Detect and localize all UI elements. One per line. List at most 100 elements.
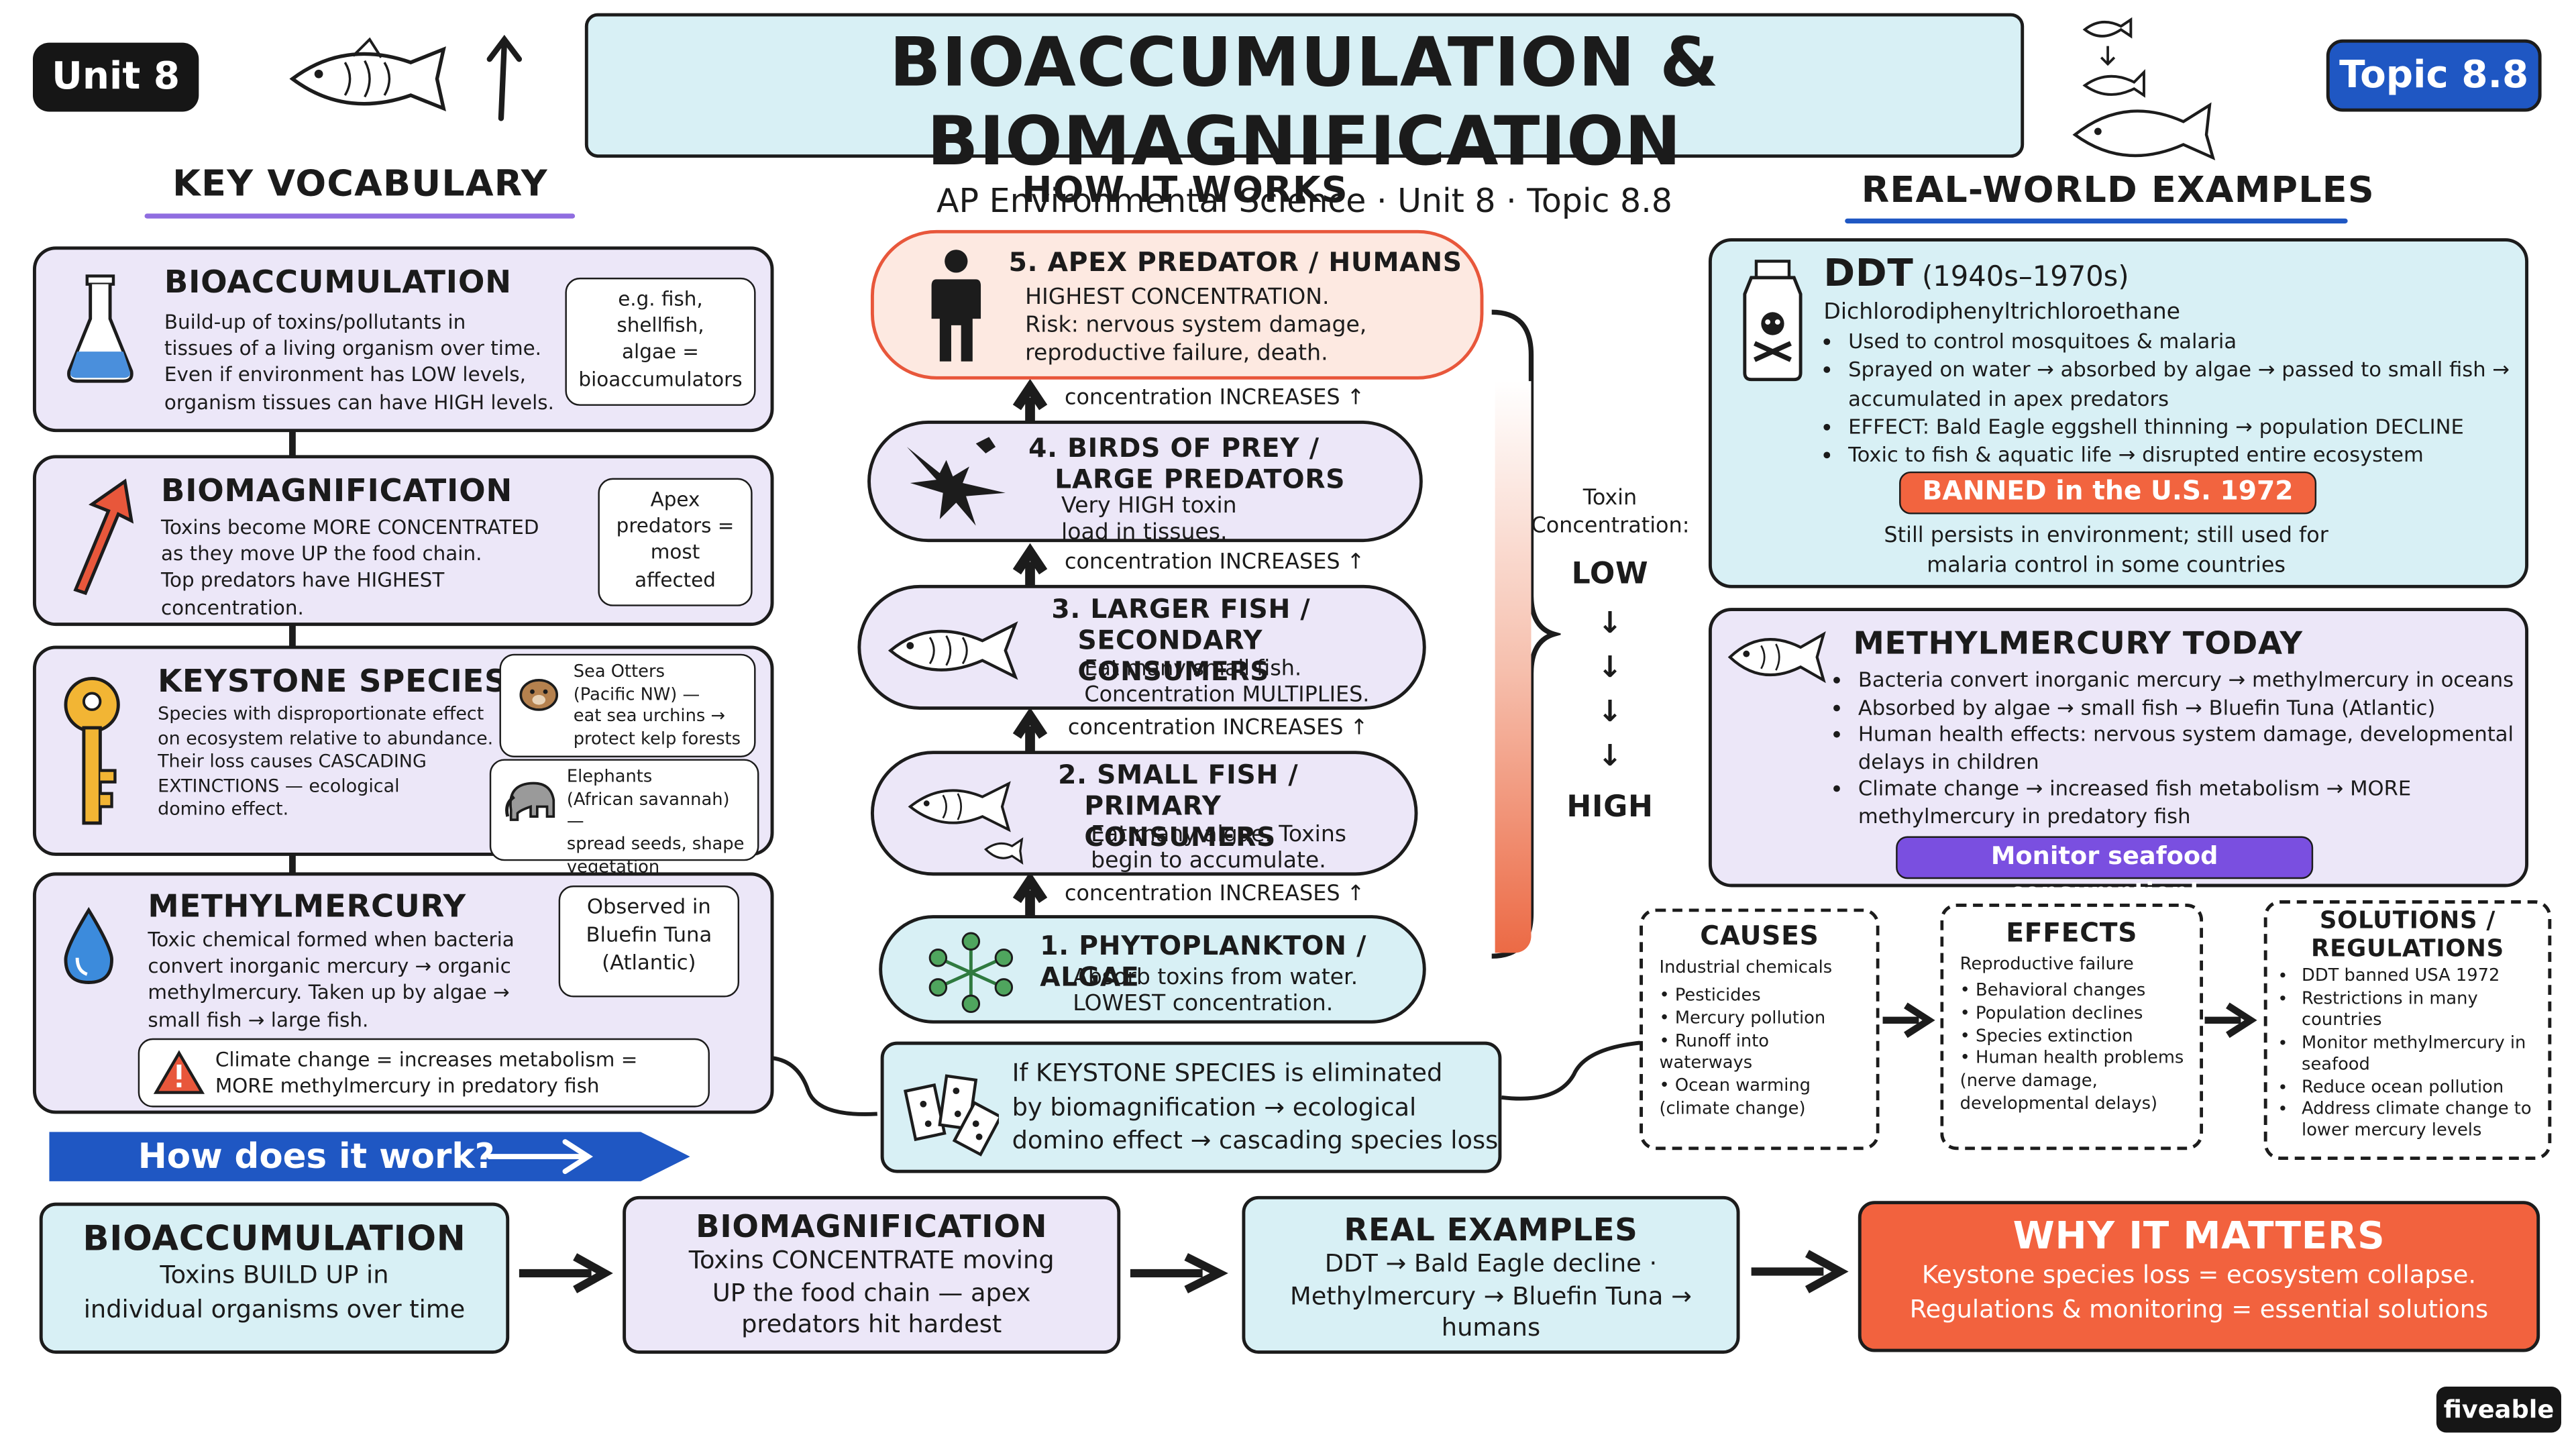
effects-list: Reproductive failure • Behavioral change…: [1960, 954, 2184, 1114]
biomagnification-note: Apex predators = most affected: [598, 478, 753, 606]
monitor-seafood-button[interactable]: Monitor seafood consumption!: [1896, 836, 2314, 907]
vocab-card-keystone: KEYSTONE SPECIES Species with disproport…: [32, 645, 774, 877]
summary-2-body: Toxins CONCENTRATE moving UP the food ch…: [688, 1245, 1055, 1339]
food-chain-icon: [2072, 17, 2216, 161]
summary-card-why-matters: WHY IT MATTERS Keystone species loss = e…: [1858, 1201, 2540, 1352]
how-does-it-work-button[interactable]: How does it work?: [46, 1127, 694, 1186]
arrow-right-icon: [486, 1139, 593, 1175]
methylmercury-definition: Toxic chemical formed when bacteria conv…: [148, 928, 515, 1031]
level-5-title: 5. APEX PREDATOR / HUMANS: [1008, 246, 1462, 278]
summary-4-title: WHY IT MATTERS: [2012, 1216, 2385, 1258]
eagle-icon: [906, 437, 1006, 526]
ddt-full-name: Dichlorodiphenyltrichloroethane: [1823, 299, 2181, 325]
human-icon: [931, 250, 981, 362]
methyl-bullet: Bacteria convert inorganic mercury → met…: [1858, 667, 2524, 694]
summary-1-body: Toxins BUILD UP in individual organisms …: [83, 1260, 466, 1324]
biomagnification-title: BIOMAGNIFICATION: [161, 473, 513, 510]
ddt-persist-note: Still persists in environment; still use…: [1884, 524, 2328, 578]
ddt-banned-badge: BANNED in the U.S. 1972: [1899, 471, 2317, 515]
otter-icon: [519, 679, 559, 711]
ddt-title-row: DDT (1940s–1970s): [1823, 253, 2129, 296]
solution-item: Restrictions in many countries: [2302, 989, 2538, 1033]
vocab-card-biomagnification: BIOMAGNIFICATION Toxins become MORE CONC…: [32, 455, 774, 627]
ddt-title: DDT: [1823, 253, 1914, 296]
level-3-title: 3. LARGER FISH / SECONDARY CONSUMERS: [1051, 593, 1311, 688]
section-title-how: HOW IT WORKS: [1022, 170, 1348, 212]
summary-card-examples: REAL EXAMPLES DDT → Bald Eagle decline ·…: [1242, 1195, 1740, 1354]
solution-item: Address climate change to lower mercury …: [2302, 1099, 2538, 1143]
keystone-domino-box: If KEYSTONE SPECIES is eliminated by bio…: [880, 1041, 1502, 1173]
methyl-bullet: Climate change → increased fish metaboli…: [1858, 775, 2524, 830]
causes-title: CAUSES: [1700, 920, 1819, 951]
vocab-underline: [144, 213, 576, 219]
level-5-body: HIGHEST CONCENTRATION. Risk: nervous sys…: [1025, 284, 1367, 366]
concentration-axis-title: Toxin Concentration:: [1531, 486, 1690, 539]
bioaccumulation-note: e.g. fish, shellfish, algae = bioaccumul…: [565, 277, 756, 406]
chain-level-3: 3. LARGER FISH / SECONDARY CONSUMERS Eat…: [857, 584, 1426, 710]
chain-arrows: [1012, 378, 1048, 917]
methyl-today-title: METHYLMERCURY TODAY: [1853, 626, 2303, 662]
summary-3-body: DDT → Bald Eagle decline · Methylmercury…: [1290, 1248, 1692, 1342]
methylmercury-title: METHYLMERCURY: [148, 888, 466, 925]
solution-item: Monitor methylmercury in seafood: [2302, 1033, 2538, 1077]
examples-underline: [1845, 218, 2348, 224]
chain-level-1: 1. PHYTOPLANKTON / ALGAE Absorb toxins f…: [879, 915, 1426, 1024]
chain-level-4: 4. BIRDS OF PREY / LARGE PREDATORS Very …: [867, 420, 1423, 545]
flask-icon: [67, 274, 133, 383]
solutions-box: SOLUTIONS / REGULATIONS DDT banned USA 1…: [2263, 900, 2552, 1160]
section-title-vocab: KEY VOCABULARY: [172, 164, 548, 206]
causes-box: CAUSES Industrial chemicals • Pesticides…: [1640, 908, 1880, 1150]
how-button-label: How does it work?: [138, 1136, 495, 1177]
large-fish-icon: [888, 621, 1018, 680]
ddt-bullet: Toxic to fish & aquatic life → disrupted…: [1848, 440, 2514, 468]
dominoes-icon: [903, 1074, 999, 1157]
effects-title: EFFECTS: [2006, 916, 2138, 949]
summary-4-body: Keystone species loss = ecosystem collap…: [1909, 1260, 2489, 1324]
arrow-right-icon: [1882, 1002, 1935, 1038]
vocab-card-bioaccumulation: BIOACCUMULATION Build-up of toxins/pollu…: [32, 246, 774, 433]
chain-level-5: 5. APEX PREDATOR / HUMANS HIGHEST CONCEN…: [870, 229, 1484, 380]
level-4-title: 4. BIRDS OF PREY / LARGE PREDATORS: [1028, 432, 1346, 495]
ddt-bullet: Sprayed on water → absorbed by algae → p…: [1848, 356, 2514, 412]
level-4-body: Very HIGH toxin load in tissues.: [1061, 492, 1237, 545]
axis-low-label: LOW: [1571, 557, 1649, 592]
level-1-body: Absorb toxins from water. LOWEST concent…: [1073, 964, 1358, 1018]
page-subtitle: AP Environmental Science · Unit 8 · Topi…: [936, 180, 1672, 221]
methyl-bullet: Human health effects: nervous system dam…: [1858, 721, 2524, 775]
axis-high-label: HIGH: [1566, 790, 1654, 825]
bioaccumulation-definition: Build-up of toxins/pollutants in tissues…: [164, 310, 554, 414]
keystone-elephants-note: Elephants (African savannah) — spread se…: [489, 759, 759, 877]
methylmercury-today-card: METHYLMERCURY TODAY Bacteria convert ino…: [1708, 608, 2529, 907]
ddt-bullet: EFFECT: Bald Eagle eggshell thinning → p…: [1848, 412, 2514, 440]
level-3-body: Eat many small fish. Concentration MULTI…: [1084, 657, 1370, 708]
domino-connectors: [771, 1039, 1656, 1116]
increase-label-2: concentration INCREASES ↑: [1064, 550, 1365, 576]
ddt-bullets: Used to control mosquitoes & malaria Spr…: [1827, 327, 2514, 468]
chain-level-2: 2. SMALL FISH / PRIMARY CONSUMERS Eat ma…: [870, 751, 1418, 876]
level-2-title: 2. SMALL FISH / PRIMARY CONSUMERS: [1058, 759, 1299, 853]
effects-box: EFFECTS Reproductive failure • Behaviora…: [1940, 903, 2204, 1150]
fish-icon: [1727, 631, 1826, 684]
arrow-right-icon: [1751, 1250, 1849, 1293]
summary-2-title: BIOMAGNIFICATION: [696, 1209, 1048, 1246]
methylmercury-note: Observed in Bluefin Tuna (Atlantic): [558, 885, 740, 998]
climate-warning: Climate change = increases metabolism = …: [138, 1038, 710, 1108]
ddt-card: DDT (1940s–1970s) Dichlorodiphenyltrichl…: [1708, 238, 2529, 588]
solution-item: Reduce ocean pollution: [2302, 1077, 2538, 1099]
summary-card-bioaccumulation: BIOACCUMULATION Toxins BUILD UP in indiv…: [39, 1202, 510, 1354]
methyl-today-bullets: Bacteria convert inorganic mercury → met…: [1837, 667, 2524, 829]
blue-arrow-shape: [49, 1132, 690, 1181]
key-icon: [64, 676, 120, 825]
topic-badge: Topic 8.8: [2326, 39, 2542, 112]
summary-1-title: BIOACCUMULATION: [83, 1219, 466, 1258]
level-2-body: Eat many algae. Toxins begin to accumula…: [1091, 821, 1347, 873]
keystone-domino-text: If KEYSTONE SPECIES is eliminated by bio…: [1012, 1058, 1499, 1156]
keystone-otters-note: Sea Otters (Pacific NW) — eat sea urchin…: [499, 653, 756, 757]
arrow-right-icon: [519, 1253, 613, 1293]
causes-list: Industrial chemicals • Pesticides • Merc…: [1659, 957, 1833, 1120]
page-title: BIOACCUMULATION & BIOMAGNIFICATION: [889, 23, 1720, 181]
solutions-list: DDT banned USA 1972 Restrictions in many…: [2267, 963, 2548, 1143]
algae-icon: [928, 932, 1014, 1014]
level-1-title: 1. PHYTOPLANKTON / ALGAE: [1040, 930, 1367, 993]
small-fish-icon: [908, 781, 1024, 865]
